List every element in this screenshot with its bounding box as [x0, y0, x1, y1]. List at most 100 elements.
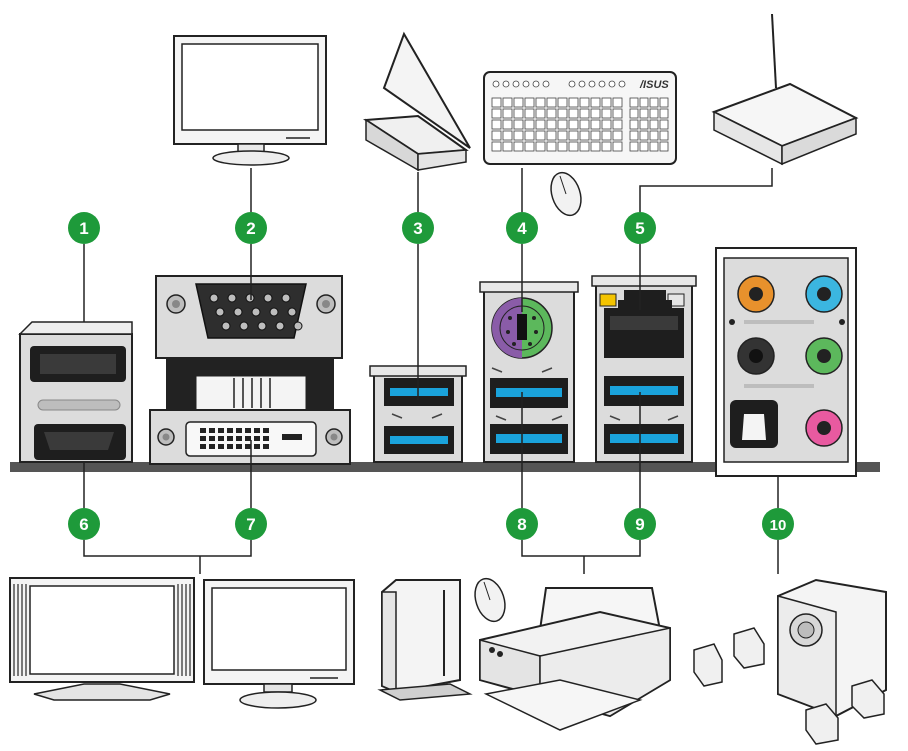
keyboard-key — [568, 141, 579, 152]
keyboard-key — [491, 141, 502, 152]
motherboard-edge-strip — [10, 462, 880, 472]
tablet-dock-illustration — [362, 31, 471, 172]
dvi-pin — [245, 428, 251, 433]
displayport-hdmi-block — [18, 321, 133, 463]
external-drive-illustration — [377, 579, 473, 701]
audio-jack-blue — [805, 275, 843, 313]
keyboard-media-key — [542, 80, 550, 88]
dvi-pin — [209, 444, 215, 449]
dvi-pins — [200, 428, 269, 449]
callout-badge-7: 7 — [235, 508, 267, 540]
connector-line-5 — [639, 168, 773, 212]
keyboard-numpad-key — [649, 108, 659, 119]
dvi-pin — [236, 444, 242, 449]
keyboard-key — [601, 141, 612, 152]
callout-badge-label: 4 — [517, 219, 527, 238]
vga-pin — [245, 293, 255, 303]
vga-pin — [215, 307, 225, 317]
keyboard-key — [502, 97, 513, 108]
vga-pins — [209, 293, 303, 331]
keyboard-key — [513, 130, 524, 141]
keyboard-numpad-key — [629, 97, 639, 108]
keyboard-key — [612, 97, 623, 108]
vga-pin — [293, 321, 303, 331]
keyboard-key — [491, 108, 502, 119]
keyboard-media-key — [502, 80, 510, 88]
keyboard-numpad-key — [639, 130, 649, 141]
callout-badge-label: 2 — [246, 219, 255, 238]
keyboard-key — [535, 130, 546, 141]
dvi-pin — [218, 444, 224, 449]
keyboard-key — [491, 97, 502, 108]
dvi-pin — [263, 444, 269, 449]
keyboard-key — [502, 130, 513, 141]
keyboard-key — [502, 108, 513, 119]
vga-pin — [263, 293, 273, 303]
keyboard-key — [579, 97, 590, 108]
keyboard-key — [557, 108, 568, 119]
keyboard-key — [579, 130, 590, 141]
vga-pin — [257, 321, 267, 331]
keyboard-key — [557, 119, 568, 130]
keyboard-numpad-key — [629, 130, 639, 141]
dvi-pin — [227, 436, 233, 441]
keyboard-key — [601, 108, 612, 119]
vga-pin — [239, 321, 249, 331]
keyboard-numpad-key — [639, 97, 649, 108]
callout-badge-8: 8 — [506, 508, 538, 540]
keyboard-numpad-key — [639, 141, 649, 152]
keyboard-numpad-key — [659, 130, 669, 141]
keyboard-key — [557, 130, 568, 141]
bracket-6-7 — [83, 540, 252, 574]
keyboard-key — [546, 130, 557, 141]
keyboard-media-key — [512, 80, 520, 88]
keyboard-numpad-key — [629, 108, 639, 119]
keyboard-key — [524, 119, 535, 130]
callout-badge-4: 4 — [506, 212, 538, 244]
vga-pin — [275, 321, 285, 331]
keyboard-key — [513, 97, 524, 108]
vga-pin — [233, 307, 243, 317]
dvi-pin — [200, 436, 206, 441]
callout-badge-9: 9 — [624, 508, 656, 540]
callout-badge-2: 2 — [235, 212, 267, 244]
vga-pin — [269, 307, 279, 317]
keyboard-numpad-key — [649, 130, 659, 141]
keyboard-key — [557, 97, 568, 108]
tv-speaker-grille — [13, 584, 191, 676]
keyboard-key — [590, 119, 601, 130]
audio-jack-black — [737, 337, 775, 375]
dvi-pin — [227, 444, 233, 449]
dvi-pin — [209, 436, 215, 441]
audio-jack-pink — [805, 409, 843, 447]
keyboard-key — [612, 119, 623, 130]
lan-usb3-block — [591, 275, 697, 463]
callout-badge-label: 8 — [517, 515, 526, 534]
keyboard-key — [524, 97, 535, 108]
keyboard-key — [579, 119, 590, 130]
vga-dvi-shield-stripes — [233, 378, 271, 408]
keyboard-media-key — [598, 80, 606, 88]
vga-dvi-block — [149, 275, 351, 465]
callout-badge-label: 10 — [770, 517, 787, 534]
tv-illustration — [9, 577, 195, 701]
mouse-illustration-bottom — [474, 577, 506, 623]
dvi-pin — [245, 444, 251, 449]
keyboard-numpad-key — [629, 119, 639, 130]
audio-jack-green — [805, 337, 843, 375]
vga-pin — [281, 293, 291, 303]
keyboard-numpad-key — [659, 119, 669, 130]
callout-badge-1: 1 — [68, 212, 100, 244]
keyboard-media-key — [608, 80, 616, 88]
keyboard-key — [590, 97, 601, 108]
keyboard-key — [502, 119, 513, 130]
keyboard-key — [568, 108, 579, 119]
keyboard-numpad-key — [659, 108, 669, 119]
printer-illustration — [479, 587, 671, 731]
keyboard-key — [612, 130, 623, 141]
dvi-pin — [218, 436, 224, 441]
keyboard-key — [601, 97, 612, 108]
callout-badge-label: 1 — [79, 219, 88, 238]
keyboard-key — [535, 141, 546, 152]
